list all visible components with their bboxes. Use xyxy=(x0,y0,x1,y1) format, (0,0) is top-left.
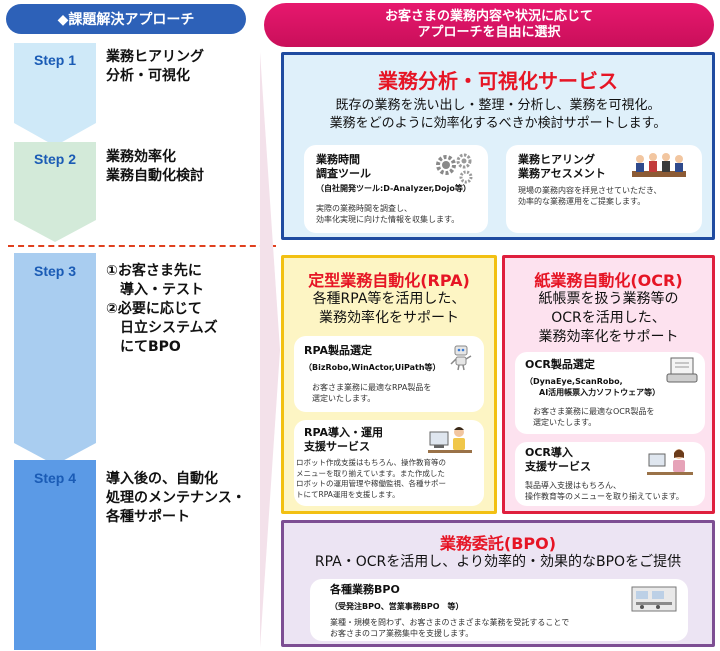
time-survey-tool-card: 業務時間 調査ツール （自社開発ツール:D-Analyzer,Dojo等） 実際… xyxy=(304,145,488,233)
ocr-description: 紙帳票を扱う業務等の OCRを活用した、 業務効率化をサポート xyxy=(538,291,679,345)
step1-arrow xyxy=(14,43,96,146)
card-title: OCR製品選定 xyxy=(525,358,595,371)
bpo-panel: 業務委託(BPO) RPA・OCRを活用し、より効率的・効果的なBPOをご提供 … xyxy=(281,520,715,647)
office-room-icon xyxy=(631,586,677,612)
card-title: RPA導入・運用 支援サービス xyxy=(304,426,384,453)
card-title: RPA製品選定 xyxy=(304,344,373,357)
bpo-title: 業務委託(BPO) xyxy=(439,534,557,553)
analysis-panel: 業務分析・可視化サービス 既存の業務を洗い出し・整理・分析し、業務を可視化。 業… xyxy=(281,52,715,240)
robot-icon xyxy=(450,345,472,371)
step3-label: Step 3 xyxy=(33,263,76,279)
rpa-title: 定型業務自動化(RPA) xyxy=(308,271,470,290)
card-description: ロボット作成支援はもちろん、操作教育等の メニューを取り揃えています。また作成し… xyxy=(296,458,446,499)
analysis-description: 既存の業務を洗い出し・整理・分析し、業務を可視化。 業務をどのように効率化するべ… xyxy=(329,98,667,131)
step1-description: 業務ヒアリング 分析・可視化 xyxy=(106,49,204,84)
card-subtitle: （BizRobo,WinActor,UiPath等） xyxy=(304,363,441,372)
bpo-description: RPA・OCRを活用し、より効率的・効果的なBPOをご提供 xyxy=(314,554,682,570)
ocr-support-service-card: OCR導入 支援サービス 製品導入支援はもちろん、 操作教育等のメニューを取り揃… xyxy=(515,442,705,506)
card-description: お客さま業務に最適なOCR製品を 選定いたします。 xyxy=(533,407,655,427)
step3-description: ①お客さま先に 導入・テスト ②必要に応じて 日立システムズ にてBPO xyxy=(106,263,218,355)
analysis-title: 業務分析・可視化サービス xyxy=(378,69,618,93)
approach-header-pill: ◆課題解決アプローチ xyxy=(6,4,246,34)
rpa-support-service-card: RPA導入・運用 支援サービス ロボット作成支援はもちろん、操作教育等の メニュ… xyxy=(294,420,484,506)
step4-label: Step 4 xyxy=(33,470,76,486)
selection-header-line1: お客さまの業務内容や状況に応じて xyxy=(384,9,593,24)
rpa-description: 各種RPA等を活用した、 業務効率化をサポート xyxy=(312,291,466,326)
card-description: 業種・規模を問わず、お客さまのさまざまな業務を受託することで お客さまのコア業務… xyxy=(330,618,570,638)
card-title: 各種業務BPO xyxy=(330,583,400,596)
meeting-icon xyxy=(632,153,686,177)
step2-label: Step 2 xyxy=(33,151,76,167)
rpa-panel: 定型業務自動化(RPA) 各種RPA等を活用した、 業務効率化をサポート RPA… xyxy=(281,255,497,514)
ocr-title: 紙業務自動化(OCR) xyxy=(534,271,683,290)
card-description: 実際の業務時間を調査し、 効率化実現に向けた情報を収集します。 xyxy=(316,204,460,224)
step2-arrow xyxy=(14,142,96,242)
card-description: お客さま業務に最適なRPA製品を 選定いたします。 xyxy=(312,383,432,403)
office-worker-icon xyxy=(647,449,693,475)
step4-box xyxy=(14,460,96,650)
step4-description: 導入後の、自動化 処理のメンテナンス・ 各種サポート xyxy=(106,471,246,525)
card-subtitle: （受発注BPO、営業事務BPO 等） xyxy=(330,602,464,611)
step3-arrow xyxy=(14,253,96,465)
bpo-service-card: 各種業務BPO （受発注BPO、営業事務BPO 等） 業種・規模を問わず、お客さ… xyxy=(310,579,688,641)
card-description: 現場の業務内容を拝見させていただき、 効率的な業務運用をご提案します。 xyxy=(518,186,662,206)
card-description: 製品導入支援はもちろん、 操作教育等のメニューを取り揃えています。 xyxy=(525,481,684,501)
selection-header-line2: アプローチを自由に選択 xyxy=(417,25,561,40)
rpa-product-selection-card: RPA製品選定 （BizRobo,WinActor,UiPath等） お客さま業… xyxy=(294,336,484,412)
ocr-panel: 紙業務自動化(OCR) 紙帳票を扱う業務等の OCRを活用した、 業務効率化をサ… xyxy=(502,255,715,514)
scanner-icon xyxy=(666,357,698,383)
connector-chevron xyxy=(260,52,280,648)
card-title: 業務時間 調査ツール xyxy=(316,153,371,180)
card-subtitle: （DynaEye,ScanRobo, AI活用帳票入力ソフトウェア等） xyxy=(525,377,661,397)
ocr-product-selection-card: OCR製品選定 （DynaEye,ScanRobo, AI活用帳票入力ソフトウェ… xyxy=(515,352,705,434)
hearing-assessment-card: 業務ヒアリング 業務アセスメント 現場の業務内容を拝見させていただき、 効率的な… xyxy=(506,145,702,233)
selection-header-pill: お客さまの業務内容や状況に応じて アプローチを自由に選択 xyxy=(264,3,714,47)
gears-icon xyxy=(436,153,473,184)
step1-label: Step 1 xyxy=(33,52,76,68)
card-title: 業務ヒアリング 業務アセスメント xyxy=(518,153,606,180)
card-subtitle: （自社開発ツール:D-Analyzer,Dojo等） xyxy=(316,184,471,193)
phase-divider xyxy=(8,245,276,247)
operator-icon xyxy=(428,427,472,453)
card-title: OCR導入 支援サービス xyxy=(525,446,591,473)
approach-header-label: ◆課題解決アプローチ xyxy=(57,12,195,28)
step2-description: 業務効率化 業務自動化検討 xyxy=(106,149,204,184)
